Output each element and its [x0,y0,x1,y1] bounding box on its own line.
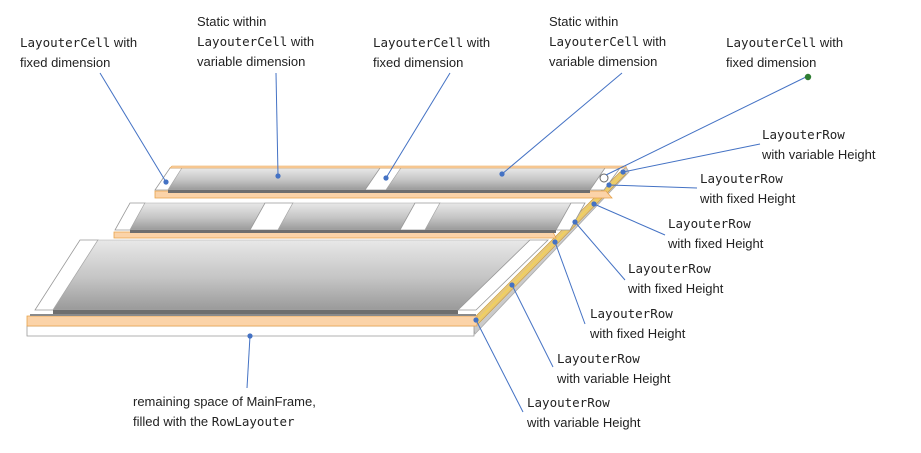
label-rest: with [287,34,315,49]
dot-static-var-2 [499,171,505,177]
label-row-var-2: LayouterRow with variable Height [557,349,670,389]
label-line2: with variable Height [762,147,876,162]
label-cell-fixed-1: LayouterCell with fixed dimension [20,33,137,73]
label-mono: LayouterRow [700,171,783,186]
label-line2: fixed dimension [726,55,817,70]
leader-row-fixed-4 [554,241,586,325]
label-rest: with [816,35,844,50]
row1-top-orange-edge [169,165,627,169]
row1-panel-bottom-edge [168,190,590,193]
label-row-var-3: LayouterRow with variable Height [527,393,640,433]
dot-row-fixed-1 [606,182,612,188]
label-rest: with [639,34,667,49]
dot-row-var-1 [620,169,626,175]
row3-gray-top [30,314,476,316]
label-row-fixed-4: LayouterRow with fixed Height [590,304,685,344]
leader-row-var-3 [475,319,524,413]
row3-cell-right [457,239,549,311]
label-line2: fixed dimension [373,55,464,70]
leader-row-var-2 [511,284,554,368]
leader-cell-fixed-2 [385,72,451,179]
label-line1: Static within [197,14,267,29]
label-line2: with fixed Height [668,236,764,251]
leader-static-var-2 [501,72,623,175]
row1-corner-circle [599,173,609,183]
label-mono: LayouterCell [373,35,464,50]
label-static-var-1: Static within LayouterCell with variable… [197,12,314,72]
dot-row-var-3 [473,317,479,323]
label-row-fixed-1: LayouterRow with fixed Height [700,169,795,209]
label-line2: with fixed Height [700,191,796,206]
leader-row-fixed-1 [608,184,698,189]
leader-cell-fixed-1 [99,72,167,183]
label-remaining-space: remaining space of MainFrame, filled wit… [133,392,316,432]
dot-static-var-1 [275,173,281,179]
label-line3: variable dimension [197,54,306,69]
row1-panel-1 [167,167,381,191]
dot-remaining [247,333,253,339]
leader-lines [99,72,809,413]
label-line2: with variable Height [557,371,671,386]
label-mono: LayouterRow [762,127,845,142]
row2-panel-1 [129,202,266,231]
leader-remaining [246,335,251,389]
row2-panel-2 [277,202,416,231]
label-mono: LayouterCell [726,35,817,50]
dot-row-fixed-2 [591,201,597,207]
label-line3: variable dimension [549,54,658,69]
label-mono: LayouterCell [20,35,111,50]
row3-orange-strip [26,315,478,327]
label-row-var-1: LayouterRow with variable Height [762,125,875,165]
label-mono: LayouterRow [668,216,751,231]
label-cell-fixed-2: LayouterCell with fixed dimension [373,33,490,73]
label-line2: with fixed Height [590,326,686,341]
label-line1: Static within [549,14,619,29]
row3-panel [52,239,531,311]
leader-cell-fixed-3 [605,75,809,176]
label-line2: with fixed Height [628,281,724,296]
leader-row-fixed-2 [593,203,666,236]
leader-row-fixed-3 [574,221,626,281]
label-cell-fixed-3: LayouterCell with fixed dimension [726,33,843,73]
row1-panel-2 [385,167,606,191]
label-mono: LayouterRow [628,261,711,276]
leader-static-var-1 [275,72,279,176]
leader-row-var-1 [622,143,761,173]
label-mono: RowLayouter [211,414,295,429]
dot-row-var-2 [509,282,515,288]
leader-dots [163,169,626,339]
dot-cell-fixed-1 [163,179,169,185]
label-static-var-2: Static within LayouterCell with variable… [549,12,666,72]
row2-panel-bottom-edge [130,230,556,233]
dot-row-fixed-3 [572,219,578,225]
label-line2: fixed dimension [20,55,111,70]
label-mono: LayouterCell [197,34,288,49]
label-rest: with [110,35,138,50]
row2-cell-right [555,202,586,231]
dot-cell-fixed-3-green [804,73,812,81]
label-rest: with [463,35,491,50]
label-line2: with variable Height [527,415,641,430]
label-mono: LayouterRow [557,351,640,366]
label-row-fixed-2: LayouterRow with fixed Height [668,214,763,254]
dot-cell-fixed-2 [383,175,389,181]
dot-row-fixed-4 [552,239,558,245]
label-mono: LayouterCell [549,34,640,49]
label-line1: remaining space of MainFrame, [133,394,316,409]
label-row-fixed-3: LayouterRow with fixed Height [628,259,723,299]
label-mono: LayouterRow [590,306,673,321]
label-mono: LayouterRow [527,395,610,410]
label-pre: filled with the [133,414,212,429]
row3-panel-bottom-edge [53,310,458,314]
row2-panel-3 [424,202,572,231]
